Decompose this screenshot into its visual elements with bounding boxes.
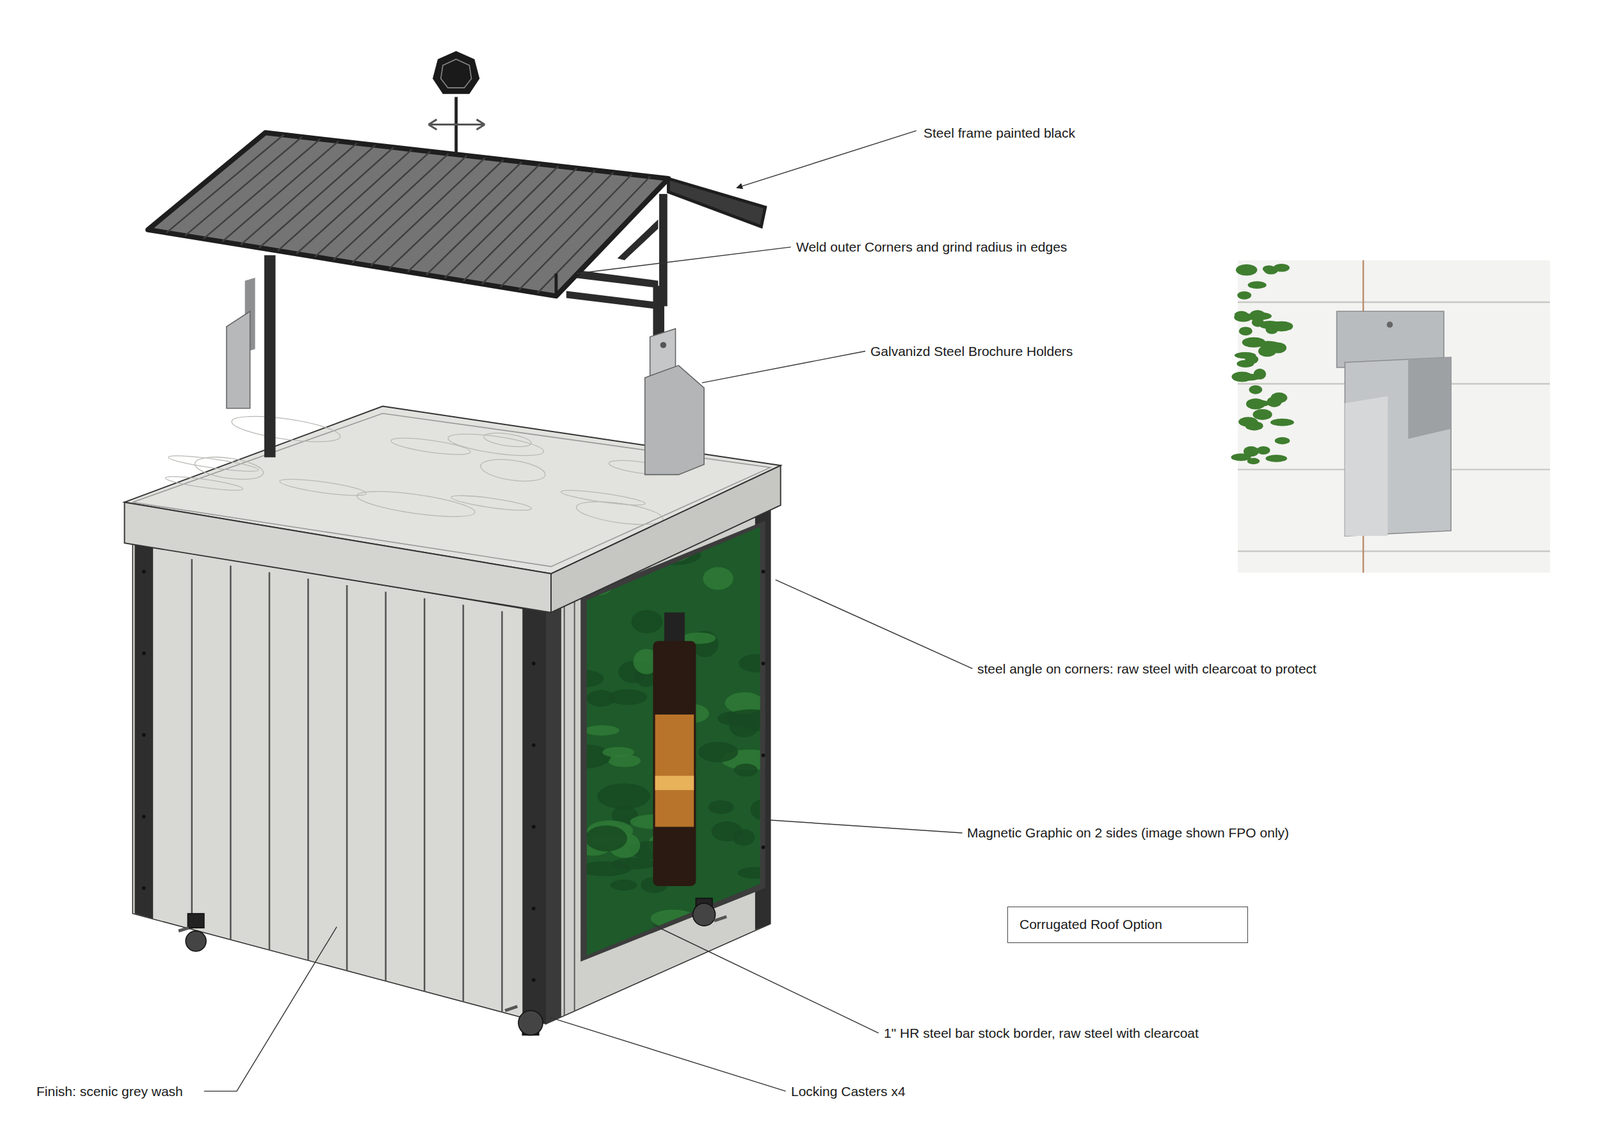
callout-label: 1" HR steel bar stock border, raw steel … (883, 1024, 1199, 1041)
callout-label: steel angle on corners: raw steel with c… (977, 660, 1317, 677)
weather-vane (428, 51, 486, 153)
callout-label: Locking Casters x4 (791, 1082, 906, 1099)
brochure-holder (226, 277, 704, 475)
front-face (132, 542, 546, 1024)
leader-lines (204, 130, 973, 1091)
countertop-band (551, 465, 781, 613)
corner-angle (545, 604, 562, 1024)
callout-label: Steel frame painted black (923, 124, 1076, 141)
option-box: Corrugated Roof Option (1007, 906, 1248, 943)
callout-label: Magnetic Graphic on 2 sides (image shown… (967, 824, 1289, 841)
callout-label: Weld outer Corners and grind radius in e… (796, 238, 1067, 255)
product-bottle (652, 612, 696, 886)
locking-casters (178, 897, 727, 1035)
corner-angle (134, 544, 153, 919)
roof-gable (668, 178, 765, 227)
callout-label: Galvanizd Steel Brochure Holders (870, 343, 1073, 360)
corner-angle (522, 608, 546, 1024)
reference-photo (1231, 260, 1551, 573)
callout-label: Finish: scenic grey wash (36, 1082, 184, 1099)
bar-border (580, 520, 766, 962)
countertop-band (124, 501, 552, 612)
magnetic-graphic (586, 526, 761, 956)
option-text: Corrugated Roof Option (1019, 915, 1236, 932)
